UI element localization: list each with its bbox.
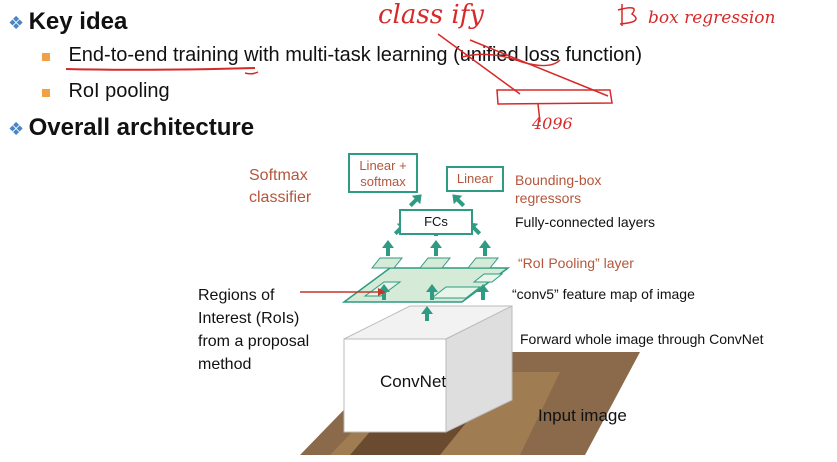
softmax-classifier-label: Softmax classifier xyxy=(249,165,339,209)
linear-label: Linear xyxy=(457,171,493,186)
roi-pool-plate-1 xyxy=(372,258,402,268)
linear-softmax-label: Linear + softmax xyxy=(359,158,406,189)
roi-pool-plate-2 xyxy=(420,258,450,268)
rois-label: Regions of Interest (RoIs) from a propos… xyxy=(198,284,328,376)
bbox-regressors-label: Bounding-box regressors xyxy=(515,171,625,207)
conv5-label: “conv5” feature map of image xyxy=(512,286,695,302)
fcs-label: FCs xyxy=(424,214,448,229)
input-image-label: Input image xyxy=(538,406,627,426)
linear-box: Linear xyxy=(446,166,504,192)
forward-label: Forward whole image through ConvNet xyxy=(520,331,764,347)
linear-softmax-box: Linear + softmax xyxy=(348,153,418,193)
fc-layers-label: Fully-connected layers xyxy=(515,214,655,230)
roi-pool-plate-3 xyxy=(468,258,498,268)
roi-pooling-layer-label: “RoI Pooling” layer xyxy=(518,255,634,271)
fcs-box: FCs xyxy=(399,209,473,235)
convnet-label: ConvNet xyxy=(380,372,446,392)
